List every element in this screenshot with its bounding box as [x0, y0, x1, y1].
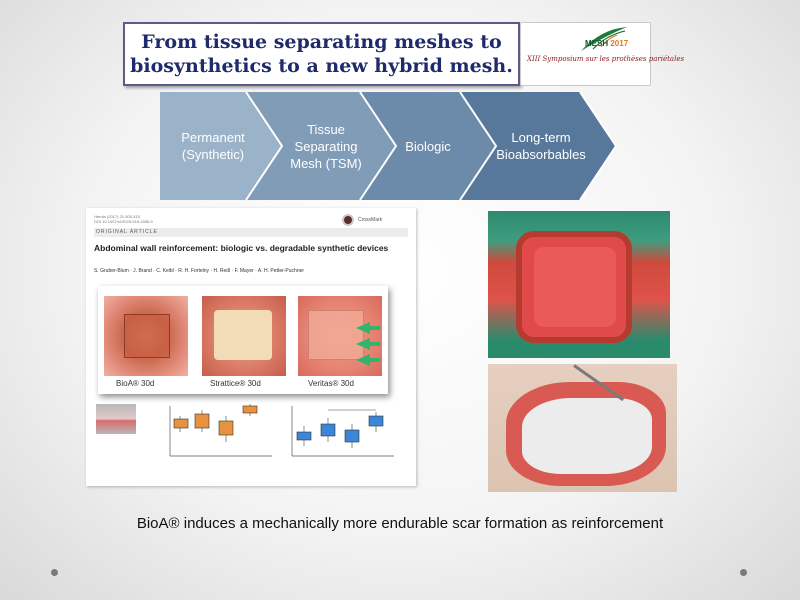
blue-box-4: [368, 412, 384, 432]
journal-ref: Hernia (2017) 21:305-315 DOI 10.1007/s10…: [94, 214, 153, 224]
nav-dot-left: [51, 569, 58, 576]
step-2-line2: Separating: [294, 138, 358, 154]
orange-box-1: [173, 416, 189, 432]
photo-veritas: [298, 296, 382, 376]
blue-box-2: [320, 418, 336, 442]
photo-strattice: [202, 296, 286, 376]
photo-bioa: [104, 296, 188, 376]
label-strattice: Strattice® 30d: [210, 379, 261, 388]
step-1-line2: (Synthetic): [181, 147, 245, 162]
specimen-photos: BioA® 30d Strattice® 30d Veritas® 30d: [98, 286, 388, 394]
step-2-line1: Tissue: [307, 121, 345, 137]
journal-citation: Hernia (2017) 21:305-315: [94, 214, 140, 219]
thumbnail-image: [96, 404, 136, 434]
step-3-line1: Biologic: [405, 138, 451, 154]
logo-mesh-text: MESH 2017: [585, 39, 628, 48]
logo-mesh-word: MESH: [585, 39, 609, 48]
step-bioabsorbables: Long-term Bioabsorbables: [486, 124, 596, 168]
mesh-2017-logo: MESH 2017 XIII Symposium sur les prothès…: [520, 22, 685, 86]
logo-subtitle: XIII Symposium sur les prothèses pariéta…: [527, 55, 685, 63]
box-plots: [164, 404, 400, 484]
step-4-line1: Long-term: [511, 130, 571, 145]
paper-title: Abdominal wall reinforcement: biologic v…: [94, 243, 389, 253]
logo-year: 2017: [610, 39, 629, 48]
step-4-line2: Bioabsorbables: [496, 147, 586, 162]
step-2-line3: Mesh (TSM): [290, 155, 362, 171]
slide-title: From tissue separating meshes to biosynt…: [130, 30, 513, 78]
box-plot-charts: [169, 404, 394, 457]
leaf-icon: [581, 27, 627, 51]
crossmark-icon: [342, 214, 354, 226]
article-type: ORIGINAL ARTICLE: [96, 229, 158, 235]
slide-caption: BioA® induces a mechanically more endura…: [136, 515, 664, 532]
blue-box-3: [344, 424, 360, 448]
slide-title-line1: From tissue separating meshes to: [141, 31, 502, 53]
orange-box-4: [242, 404, 258, 416]
process-flow: Permanent (Synthetic) Tissue Separating …: [160, 91, 618, 201]
slide-title-line2: biosynthetics to a new hybrid mesh.: [130, 55, 513, 77]
blue-box-1: [296, 426, 312, 446]
step-permanent: Permanent (Synthetic): [168, 124, 258, 168]
slide-title-box: From tissue separating meshes to biosynt…: [123, 22, 520, 86]
chevron-1: [160, 92, 282, 200]
orange-box-2: [194, 410, 210, 432]
surgery-photo-1: [488, 211, 670, 358]
paper-authors: S. Gruber-Blum · J. Brand · C. Keibl · R…: [94, 268, 305, 274]
green-arrows-icon: [356, 322, 380, 366]
label-bioa: BioA® 30d: [116, 379, 155, 388]
orange-box-3: [218, 416, 234, 442]
crossmark-label: CrossMark: [358, 217, 383, 223]
chevron-2: [246, 92, 396, 200]
chevron-3: [360, 92, 496, 200]
nav-dot-right: [740, 569, 747, 576]
step-tsm: Tissue Separating Mesh (TSM): [276, 116, 376, 176]
journal-doi: DOI 10.1007/s10029-016-1556-9: [94, 219, 153, 224]
article-type-bar: [94, 228, 408, 237]
label-veritas: Veritas® 30d: [308, 379, 354, 388]
step-biologic: Biologic: [390, 136, 466, 156]
step-1-line1: Permanent: [181, 130, 245, 145]
surgery-photo-2: [488, 364, 677, 492]
chevron-4: [460, 92, 616, 200]
process-chevrons: [160, 91, 618, 201]
